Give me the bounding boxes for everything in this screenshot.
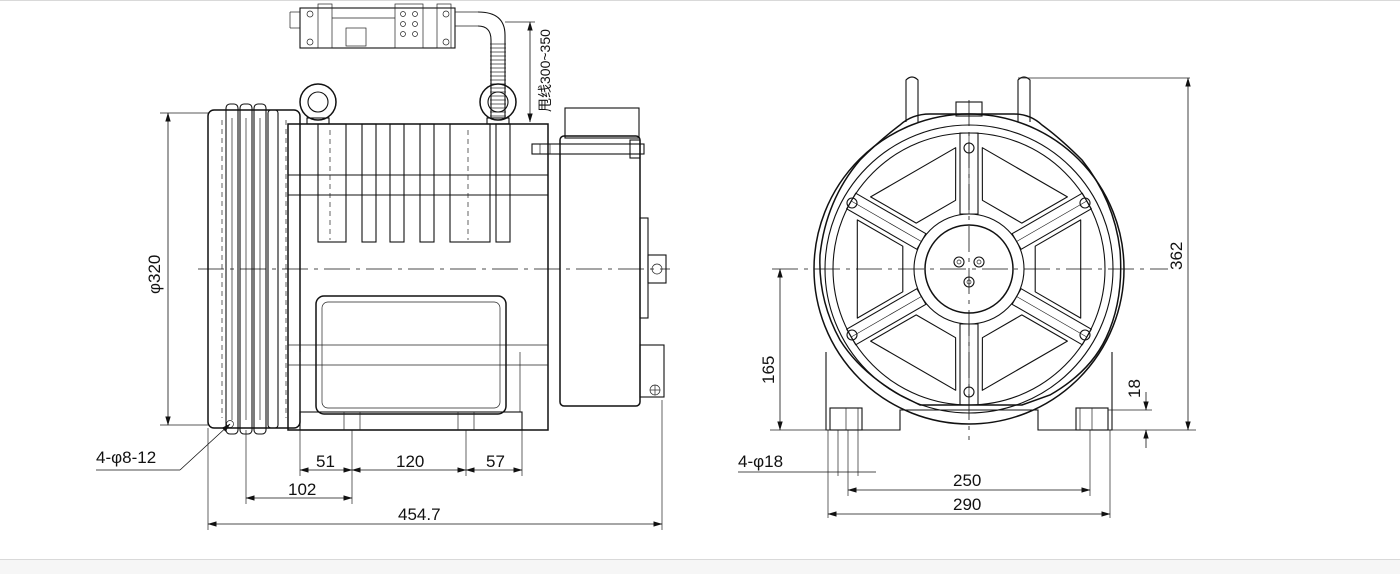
dim-120-label: 120: [396, 452, 424, 471]
junction-box: [289, 3, 478, 49]
wheel-spoke-axis: [1016, 296, 1087, 338]
sheave-holes-label: 4-φ8-12: [96, 448, 156, 467]
dim-diameter: φ320: [145, 112, 208, 426]
dim-foot-centers: 250 290: [827, 430, 1111, 518]
dim-250-label: 250: [953, 471, 981, 490]
dim-height: 362: [1112, 77, 1196, 431]
motor-body: [287, 123, 549, 431]
diameter-label: φ320: [145, 255, 164, 294]
wheel-spoke-axis: [1016, 200, 1087, 242]
cable-conduit: 甩线300~350: [477, 11, 553, 123]
wheel-window: [856, 219, 904, 319]
dim-102: 102: [245, 430, 353, 504]
dim-center-height: 165: [759, 268, 830, 431]
lifting-eyes: [299, 83, 517, 125]
dim-57-label: 57: [486, 452, 505, 471]
dim-base-thickness: 18: [1108, 379, 1152, 448]
dim-total-length: 454.7: [207, 400, 663, 530]
mount-bolts: [846, 142, 1091, 398]
cable-length-note: 甩线300~350: [537, 29, 553, 112]
dim-51-label: 51: [316, 452, 335, 471]
wheel-window: [981, 314, 1068, 391]
dim-base-holes: 4-φ18: [738, 430, 876, 476]
front-view: 甩线300~350: [96, 3, 670, 530]
dim-sheave-holes: 4-φ8-12: [96, 420, 234, 471]
total-length-label: 454.7: [398, 505, 441, 524]
wheel-window: [981, 147, 1068, 224]
wheel-window: [870, 314, 957, 391]
side-view: 362 165 18 4-φ18: [738, 76, 1196, 518]
center-height-label: 165: [759, 356, 778, 384]
dim-102-label: 102: [288, 480, 316, 499]
wheel-spoke-axis: [851, 296, 922, 338]
dim-290-label: 290: [953, 495, 981, 514]
wheel-window: [1034, 219, 1082, 319]
wheel-spoke-axis: [851, 200, 922, 242]
height-label: 362: [1167, 242, 1186, 270]
base-holes-label: 4-φ18: [738, 452, 783, 471]
base-thickness-label: 18: [1125, 379, 1144, 398]
wheel-window: [870, 147, 957, 224]
dim-foot-spacing: 51 120 57: [299, 430, 523, 504]
brake-housing: [531, 107, 667, 407]
